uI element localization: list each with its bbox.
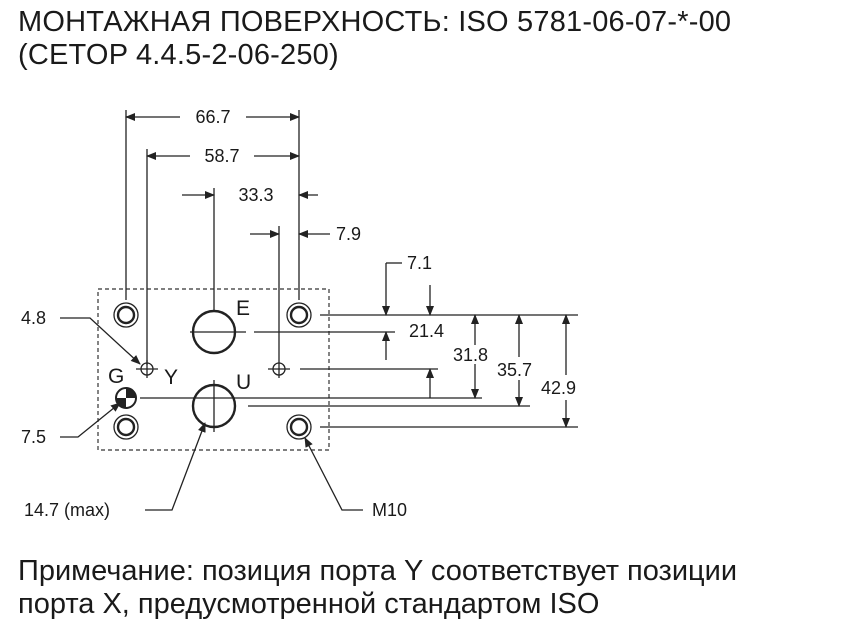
dim-42-9-label: 42.9 xyxy=(541,378,576,398)
dim-7-1: 7.1 xyxy=(382,253,432,360)
dim-58-7: 58.7 xyxy=(146,146,300,365)
port-y: Y xyxy=(136,360,178,389)
dim-33-3: 33.3 xyxy=(182,185,318,310)
dim-31-8-label: 31.8 xyxy=(453,345,488,365)
port-e-label: E xyxy=(236,297,250,320)
dim-4-8-label: 4.8 xyxy=(21,308,46,328)
dim-33-3-label: 33.3 xyxy=(238,185,273,205)
note-line-1: Примечание: позиция порта Y соответствуе… xyxy=(18,555,738,587)
dim-7-1-label: 7.1 xyxy=(407,253,432,273)
dim-66-7-label: 66.7 xyxy=(195,107,230,127)
locating-pin-g: G xyxy=(108,365,137,409)
title-line-1: МОНТАЖНАЯ ПОВЕРХНОСТЬ: ISO 5781-06-07-*-… xyxy=(18,6,732,38)
leader-7-5: 7.5 xyxy=(21,402,121,447)
mount-hole-bottom-right xyxy=(286,414,312,440)
diagram-title: МОНТАЖНАЯ ПОВЕРХНОСТЬ: ISO 5781-06-07-*-… xyxy=(18,6,731,72)
dim-31-8: 31.8 xyxy=(453,314,488,399)
note-line-2: порта X, предусмотренной стандартом ISO xyxy=(18,588,600,620)
mount-hole-bottom-left xyxy=(113,414,139,440)
port-u-label: U xyxy=(236,371,251,394)
port-x xyxy=(268,360,290,378)
dim-7-9-label: 7.9 xyxy=(336,224,361,244)
port-e: E xyxy=(190,297,250,355)
leader-14-7: 14.7 (max) xyxy=(24,422,206,520)
dim-66-7: 66.7 xyxy=(125,107,300,300)
dim-42-9: 42.9 xyxy=(541,314,576,428)
title-line-2: (CETOP 4.4.5-2-06-250) xyxy=(18,39,339,71)
port-g-label: G xyxy=(108,365,124,388)
leader-m10: M10 xyxy=(304,437,407,520)
dim-7-9: 7.9 xyxy=(250,224,361,360)
leader-4-8: 4.8 xyxy=(21,308,141,365)
dim-21-4-label: 21.4 xyxy=(409,321,444,341)
mount-hole-top-left xyxy=(113,302,139,328)
port-u: U xyxy=(191,371,251,432)
m10-label: M10 xyxy=(372,500,407,520)
dim-21-4: 21.4 xyxy=(409,285,444,398)
dim-35-7: 35.7 xyxy=(497,314,532,407)
mount-hole-top-right xyxy=(286,302,312,328)
note: Примечание: позиция порта Y соответствуе… xyxy=(18,555,737,621)
dim-58-7-label: 58.7 xyxy=(204,146,239,166)
port-y-label: Y xyxy=(164,366,178,389)
dim-7-5-label: 7.5 xyxy=(21,427,46,447)
dim-14-7-label: 14.7 (max) xyxy=(24,500,110,520)
dim-35-7-label: 35.7 xyxy=(497,360,532,380)
